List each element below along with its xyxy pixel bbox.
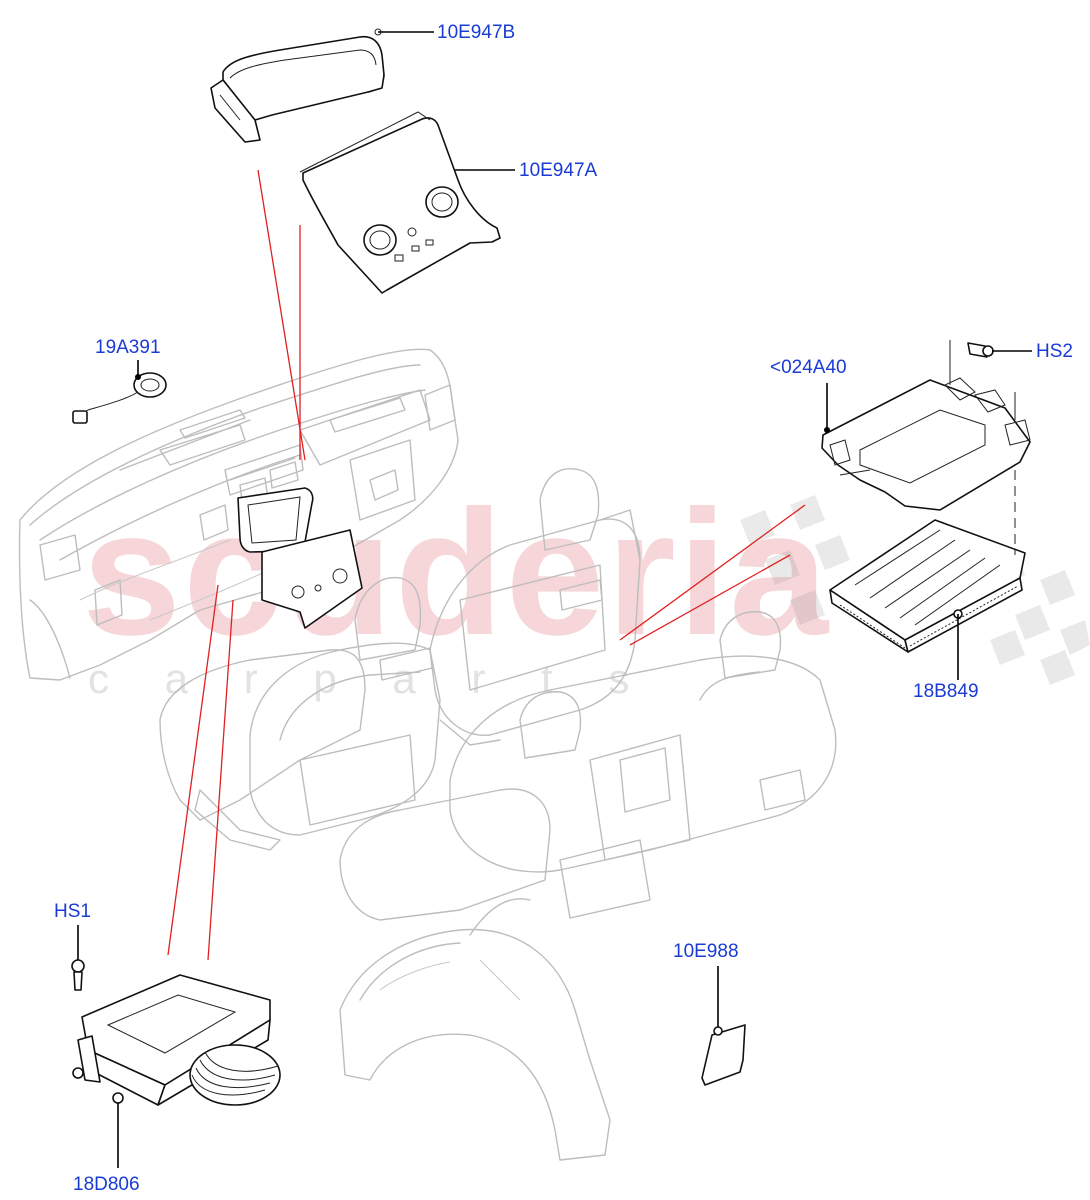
leader-lines — [77, 31, 1032, 1168]
callout-10E988[interactable]: 10E988 — [673, 941, 739, 962]
callout-024A40[interactable]: <024A40 — [770, 357, 847, 378]
part-024A40-bracket[interactable] — [821, 340, 1031, 511]
guide-lines — [167, 169, 806, 961]
callout-10E947B[interactable]: 10E947B — [437, 22, 516, 43]
front-seats-ghost — [159, 468, 641, 851]
callout-19A391[interactable]: 19A391 — [95, 337, 161, 358]
part-10E947B-display[interactable] — [210, 28, 385, 143]
callout-HS2[interactable]: HS2 — [1036, 341, 1073, 362]
dashboard-highlight-parts — [237, 487, 363, 629]
dashboard-ghost — [18, 348, 459, 681]
callout-18B849[interactable]: 18B849 — [913, 681, 979, 702]
callout-18D806[interactable]: 18D806 — [73, 1174, 140, 1195]
part-HS2-bolt[interactable] — [967, 342, 994, 358]
watermark-subtitle: c a r p a r t s — [88, 655, 652, 702]
watermark-brand: scuderia — [82, 473, 831, 672]
part-18D806-module[interactable] — [72, 974, 281, 1106]
part-18B849-amplifier[interactable] — [829, 470, 1026, 653]
wheel-arch-trim-ghost — [339, 898, 611, 1161]
rear-seat-ghost — [339, 611, 837, 921]
callout-10E947A[interactable]: 10E947A — [519, 160, 598, 181]
part-10E947A-control-panel[interactable] — [299, 111, 501, 294]
part-HS1-screw[interactable] — [71, 959, 85, 991]
part-19A391-sensor[interactable] — [72, 372, 167, 424]
part-10E988-pad[interactable] — [701, 1024, 746, 1086]
callout-HS1[interactable]: HS1 — [54, 901, 91, 922]
